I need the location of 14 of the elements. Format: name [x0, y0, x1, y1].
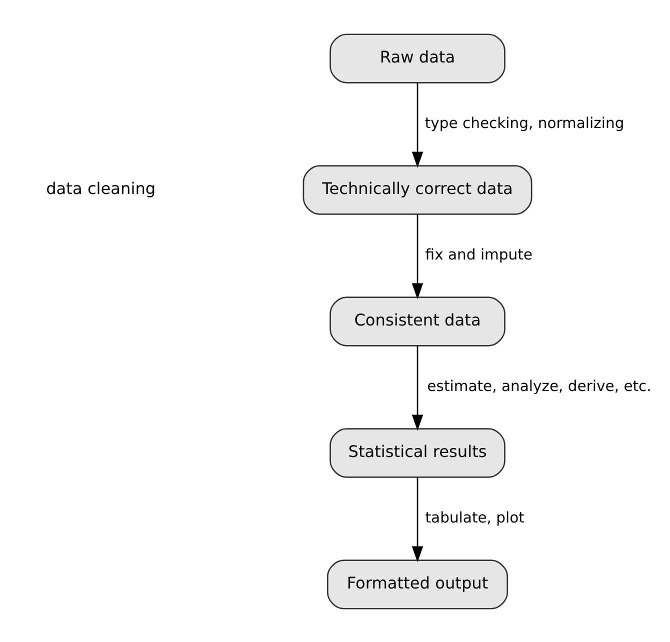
- node-box: Formatted output: [326, 559, 508, 609]
- edge-label: estimate, analyze, derive, etc.: [427, 378, 652, 394]
- arrow: [412, 476, 424, 562]
- edge-label: fix and impute: [425, 246, 532, 264]
- arrow: [412, 82, 424, 168]
- edge-label: type checking, normalizing: [424, 114, 624, 132]
- node-box: Consistent data: [330, 296, 506, 346]
- node-box: Raw data: [330, 33, 506, 83]
- label: data cleaning: [46, 178, 156, 198]
- node-box: Statistical results: [330, 428, 506, 478]
- edge-label: tabulate, plot: [425, 508, 524, 526]
- arrow: [412, 214, 424, 299]
- arrow: [412, 345, 424, 430]
- node-box: Technically correct data: [302, 164, 532, 214]
